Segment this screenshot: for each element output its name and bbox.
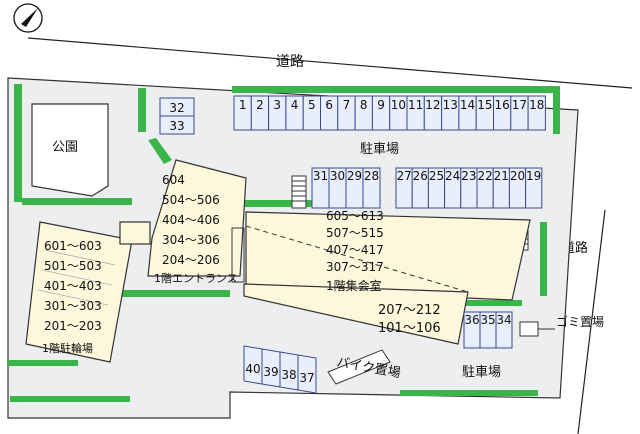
unit-range-label: 304～306 xyxy=(162,233,220,247)
south-wing-units: 207～212 101～106 xyxy=(378,303,441,336)
parking-space-number: 30 xyxy=(330,169,345,183)
parking-space-number: 35 xyxy=(480,313,495,327)
parking-top-label: 駐車場 xyxy=(360,142,399,157)
parking-space-number: 7 xyxy=(343,98,351,112)
parking-space-number: 25 xyxy=(429,169,444,183)
stairs-icon xyxy=(291,175,307,209)
parking-space xyxy=(525,167,543,209)
parking-space-number: 4 xyxy=(291,98,299,112)
meeting-room-label: 1階集会室 xyxy=(326,278,382,293)
unit-range-label: 605～613 xyxy=(326,209,384,223)
park-area xyxy=(31,103,109,197)
parking-space xyxy=(495,311,513,349)
parking-space-number: 1 xyxy=(239,98,247,112)
parking-space-number: 33 xyxy=(169,119,184,133)
parking-space-number: 20 xyxy=(510,169,525,183)
west-wing-units: 601～603 501～503 401～403 301～303 201～203 xyxy=(44,239,102,333)
garbage-area xyxy=(519,321,539,337)
parking-space-number: 14 xyxy=(460,98,475,112)
road-top-label: 道路 xyxy=(276,54,304,70)
parking-space-number: 23 xyxy=(461,169,476,183)
center-wing-units: 604 504～506 404～406 304～306 204～206 xyxy=(162,173,220,267)
road-edge-top xyxy=(27,37,633,89)
parking-space-number: 16 xyxy=(495,98,510,112)
parking-space-number: 9 xyxy=(377,98,385,112)
unit-range-label: 401～403 xyxy=(44,279,102,293)
parking-space-number: 12 xyxy=(425,98,440,112)
parking-space-number: 26 xyxy=(413,169,428,183)
dashed-outline xyxy=(245,225,469,293)
building-east-wing xyxy=(245,211,531,301)
bicycle-parking-label: 1階駐輪場 xyxy=(42,341,93,355)
garbage-label: ゴミ置場 xyxy=(556,314,604,329)
parking-bottom-label: 駐車場 xyxy=(462,365,501,380)
building-center-wing xyxy=(147,159,247,277)
unit-range-label: 204～206 xyxy=(162,253,220,267)
parking-space xyxy=(297,354,317,394)
unit-range-label: 407～417 xyxy=(326,243,384,257)
parking-space xyxy=(159,115,195,135)
parking-space-number: 29 xyxy=(347,169,362,183)
parking-space-number: 18 xyxy=(529,98,544,112)
parking-space-number: 24 xyxy=(445,169,460,183)
unit-range-label: 201～203 xyxy=(44,319,102,333)
parking-space-number: 27 xyxy=(396,169,411,183)
entrance-label: 1階エントランス xyxy=(154,271,238,285)
east-wing-units: 605～613 507～515 407～417 307～317 xyxy=(326,209,384,274)
connector-west xyxy=(119,221,151,245)
parking-space-number: 11 xyxy=(408,98,423,112)
parking-space-number: 37 xyxy=(299,371,314,385)
parking-space-number: 17 xyxy=(512,98,527,112)
road-edge-right xyxy=(577,209,606,434)
parking-space-number: 5 xyxy=(308,98,316,112)
building-west-wing xyxy=(25,221,133,363)
unit-range-label: 101～106 xyxy=(378,321,441,336)
unit-range-label: 404～406 xyxy=(162,213,220,227)
parking-space-number: 28 xyxy=(364,169,379,183)
parking-space-number: 22 xyxy=(477,169,492,183)
parking-space-number: 34 xyxy=(496,313,511,327)
unit-range-label: 604 xyxy=(162,173,185,187)
parking-space-number: 19 xyxy=(526,169,541,183)
north-arrow-icon xyxy=(13,3,43,33)
entrance-outline xyxy=(231,227,245,283)
parking-space-number: 32 xyxy=(169,101,184,115)
unit-range-label: 507～515 xyxy=(326,226,384,240)
bicycle-parking-area xyxy=(37,249,116,306)
parking-space-number: 10 xyxy=(391,98,406,112)
parking-space-number: 39 xyxy=(263,365,278,379)
unit-range-label: 301～303 xyxy=(44,299,102,313)
parking-space xyxy=(362,167,381,209)
unit-range-label: 504～506 xyxy=(162,193,220,207)
unit-range-label: 501～503 xyxy=(44,259,102,273)
grass-strips xyxy=(8,84,560,402)
parking-space-number: 13 xyxy=(443,98,458,112)
parking-space-number: 40 xyxy=(245,362,260,376)
unit-range-label: 307～317 xyxy=(326,260,384,274)
park-label: 公園 xyxy=(52,140,78,155)
unit-range-label: 207～212 xyxy=(378,303,441,318)
parking-space-number: 2 xyxy=(256,98,264,112)
bike-parking-area xyxy=(327,349,391,385)
parking-space-number: 8 xyxy=(360,98,368,112)
parking-space-number: 15 xyxy=(477,98,492,112)
parking-space-number: 36 xyxy=(464,313,479,327)
parking-space-number: 38 xyxy=(281,368,296,382)
parking-space xyxy=(527,95,546,131)
unit-range-label: 601～603 xyxy=(44,239,102,253)
building-south-wing xyxy=(243,283,469,345)
parking-space-number: 31 xyxy=(313,169,328,183)
parking-space-number: 21 xyxy=(494,169,509,183)
parking-space-number: 6 xyxy=(325,98,333,112)
parking-space-number: 3 xyxy=(273,98,281,112)
